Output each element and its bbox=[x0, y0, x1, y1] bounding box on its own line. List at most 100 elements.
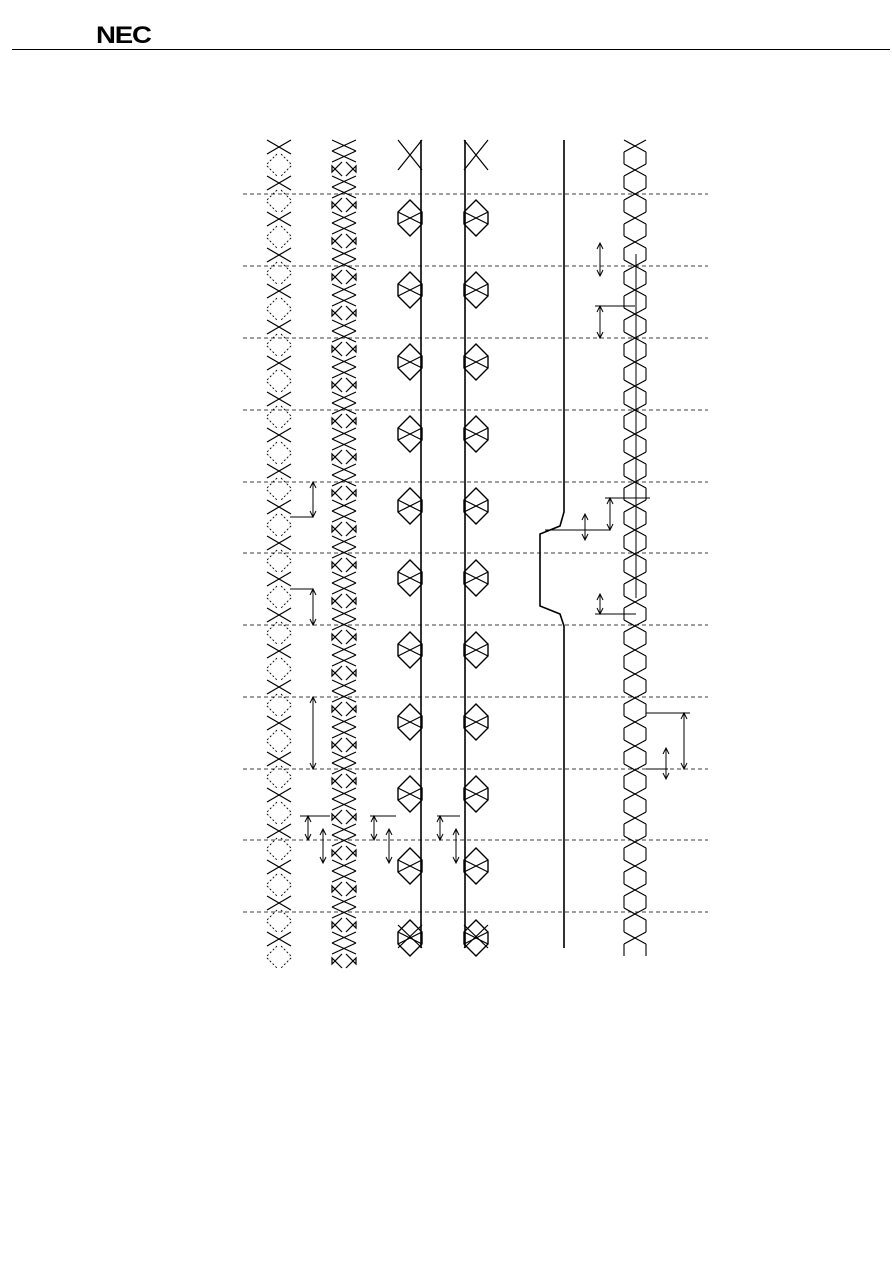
timing-marker-head bbox=[581, 512, 589, 521]
lane2-transition bbox=[331, 618, 357, 631]
timing-marker-head bbox=[596, 331, 604, 340]
lane6-transition bbox=[623, 523, 647, 537]
lane3-transition bbox=[397, 715, 423, 729]
lane4-transition bbox=[463, 211, 489, 225]
timing-marker-head bbox=[662, 746, 670, 755]
lane6-transition bbox=[623, 619, 647, 633]
timing-marker-head bbox=[452, 856, 460, 865]
lane6-cell bbox=[623, 848, 647, 860]
lane1-cell bbox=[266, 909, 292, 933]
lane1-transition bbox=[266, 139, 292, 155]
lane2-cell bbox=[331, 701, 357, 717]
lane2-transition bbox=[331, 438, 357, 451]
lane1-transition bbox=[266, 859, 292, 875]
lane6-transition bbox=[623, 331, 647, 345]
lane2-cell bbox=[331, 629, 357, 645]
timing-marker-head bbox=[596, 241, 604, 250]
lane2-transition bbox=[331, 607, 357, 620]
lane6-cell bbox=[623, 872, 647, 884]
lane1-transition bbox=[266, 499, 292, 515]
lane6-transition bbox=[623, 403, 647, 417]
timing-marker-head bbox=[319, 827, 327, 836]
lane4-transition bbox=[463, 499, 489, 513]
lane1-cell bbox=[266, 657, 292, 681]
lane1-transition bbox=[266, 427, 292, 443]
lane1-transition bbox=[266, 787, 292, 803]
lane2-cell bbox=[331, 521, 357, 537]
lane4-transition bbox=[463, 787, 489, 801]
signal-lanes bbox=[266, 139, 647, 969]
lane2-transition bbox=[331, 391, 357, 404]
lane6-cell bbox=[623, 368, 647, 380]
lane3-transition bbox=[397, 643, 423, 657]
timing-marker-head bbox=[304, 833, 312, 842]
lane2-transition bbox=[331, 402, 357, 415]
lane2-transition bbox=[331, 690, 357, 703]
lane1-cell bbox=[266, 225, 292, 249]
lane2-transition bbox=[331, 906, 357, 919]
lane6-transition bbox=[623, 499, 647, 513]
lane6-transition bbox=[623, 187, 647, 201]
lane6-transition bbox=[623, 163, 647, 177]
lane4-transition bbox=[463, 859, 489, 873]
lane4-transition bbox=[463, 283, 489, 297]
timing-marker-head bbox=[370, 833, 378, 842]
timing-marker-head bbox=[581, 533, 589, 542]
lane2-cell bbox=[331, 773, 357, 789]
lane2-cell bbox=[331, 449, 357, 465]
lane6-cell bbox=[623, 752, 647, 764]
lane4-transition bbox=[463, 924, 489, 949]
lane2-transition bbox=[331, 546, 357, 559]
lane6-transition bbox=[623, 787, 647, 801]
header-rule bbox=[12, 49, 890, 50]
lane2-transition bbox=[331, 895, 357, 908]
lane1-cell bbox=[266, 873, 292, 897]
lane1-cell bbox=[266, 369, 292, 393]
lane6-cell bbox=[623, 464, 647, 476]
lane2-transition bbox=[331, 823, 357, 836]
timing-marker-head bbox=[309, 618, 317, 627]
lane2-transition bbox=[331, 499, 357, 512]
lane2-cell bbox=[331, 377, 357, 393]
brand-logo: NEC bbox=[96, 22, 152, 49]
lane4-transition bbox=[463, 139, 489, 171]
lane2-transition bbox=[331, 715, 357, 728]
lane6-cell bbox=[623, 584, 647, 596]
lane2-transition bbox=[331, 654, 357, 667]
lane2-transition bbox=[331, 510, 357, 523]
lane4-transition bbox=[463, 355, 489, 369]
lane1-cell bbox=[266, 945, 292, 969]
lane6-cell bbox=[623, 512, 647, 524]
lane6-cell bbox=[623, 440, 647, 452]
lane3-transition bbox=[397, 924, 423, 949]
lane2-transition bbox=[331, 751, 357, 764]
lane6-cell bbox=[623, 272, 647, 284]
lane6-transition bbox=[623, 211, 647, 225]
lane2-transition bbox=[331, 319, 357, 332]
lane6-cell bbox=[623, 320, 647, 332]
timing-marker-head bbox=[596, 269, 604, 278]
lane2-cell bbox=[331, 557, 357, 573]
lane2-transition bbox=[331, 870, 357, 883]
lane3-transition bbox=[397, 571, 423, 585]
lane6-transition bbox=[623, 691, 647, 705]
lane2-transition bbox=[331, 535, 357, 548]
lane6-transition bbox=[623, 235, 647, 249]
lane2-cell bbox=[331, 737, 357, 753]
lane2-transition bbox=[331, 222, 357, 235]
lane2-cell bbox=[331, 953, 357, 969]
lane2-transition bbox=[331, 834, 357, 847]
lane1-cell bbox=[266, 405, 292, 429]
lane2-transition bbox=[331, 571, 357, 584]
lane4-transition bbox=[463, 571, 489, 585]
lane3-transition bbox=[397, 859, 423, 873]
timing-marker-head bbox=[436, 833, 444, 842]
timing-marker-head bbox=[680, 762, 688, 771]
timing-marker-head bbox=[309, 480, 317, 489]
page-header: NEC bbox=[0, 0, 892, 60]
lane4-transition bbox=[463, 427, 489, 441]
lane6-transition bbox=[623, 811, 647, 825]
lane1-cell bbox=[266, 189, 292, 213]
lane2-transition bbox=[331, 247, 357, 260]
